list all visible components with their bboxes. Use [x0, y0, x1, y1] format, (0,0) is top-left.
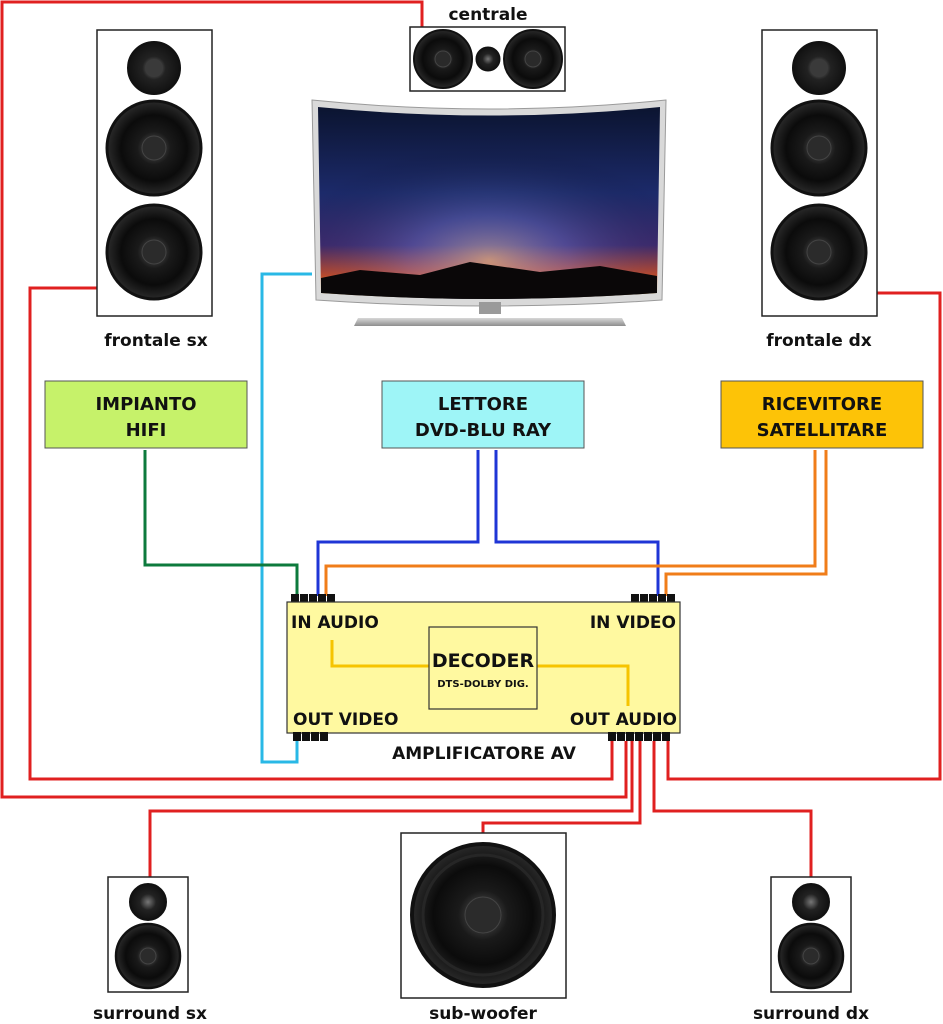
in-audio-label: IN AUDIO	[291, 613, 379, 633]
jack	[667, 594, 675, 603]
speaker-wires	[0, 0, 942, 877]
decoder-subtitle: DTS-DOLBY DIG.	[437, 679, 528, 690]
tweeter	[792, 883, 830, 921]
wire-surround-left	[148, 741, 634, 877]
tv-milkyway	[318, 107, 660, 299]
front-left-speaker: frontale sx	[96, 29, 213, 351]
dvd-box	[381, 380, 585, 449]
amplifier-label: AMPLIFICATORE AV	[392, 744, 577, 764]
jack	[293, 732, 301, 741]
jack	[631, 594, 639, 603]
surround-left-speaker: surround sx	[93, 876, 207, 1024]
jack	[309, 594, 317, 603]
satellite-line1: RICEVITORE	[762, 394, 882, 415]
jack	[653, 732, 661, 741]
jack	[300, 594, 308, 603]
dvd-line1: LETTORE	[438, 394, 528, 415]
surround-right-speaker: surround dx	[753, 876, 869, 1024]
jack	[617, 732, 625, 741]
source-satellite: RICEVITORE SATELLITARE	[720, 380, 924, 449]
hifi-line2: HIFI	[126, 420, 167, 441]
television	[311, 99, 667, 326]
source-hifi: IMPIANTO HIFI	[44, 380, 248, 449]
wire-surround-right	[652, 741, 813, 877]
center-speaker: centrale	[409, 5, 566, 92]
jack	[626, 732, 634, 741]
wire-dvd-video	[494, 450, 660, 596]
front-right-speaker: frontale dx	[761, 29, 878, 351]
tv-stand-neck	[479, 302, 501, 314]
wiring	[0, 0, 942, 877]
woofer-dustcap	[806, 135, 832, 161]
wire-sat-audio	[324, 450, 817, 596]
decoder-box	[428, 626, 538, 710]
out-video-label: OUT VIDEO	[293, 710, 398, 730]
wire-video-to-tv	[260, 272, 312, 764]
subwoofer-label: sub-woofer	[429, 1004, 537, 1024]
jack	[302, 732, 310, 741]
output-jacks	[293, 732, 670, 741]
wire-decoder-in	[330, 640, 430, 668]
decoder-title: DECODER	[432, 650, 535, 672]
jack	[608, 732, 616, 741]
source-dvd: LETTORE DVD-BLU RAY	[381, 380, 585, 449]
input-jacks	[291, 594, 675, 603]
wire-dvd-audio	[316, 450, 480, 596]
satellite-box	[720, 380, 924, 449]
dvd-line2: DVD-BLU RAY	[415, 420, 552, 441]
jack	[644, 732, 652, 741]
jack	[640, 594, 648, 603]
wire-sat-video	[664, 450, 828, 596]
jack	[658, 594, 666, 603]
wire-subwoofer	[481, 741, 642, 833]
woofer-dustcap	[806, 239, 832, 265]
jack	[320, 732, 328, 741]
subwoofer: sub-woofer	[400, 832, 567, 1024]
out-audio-label: OUT AUDIO	[570, 710, 677, 730]
hifi-line1: IMPIANTO	[95, 394, 196, 415]
amplifier: DECODER DTS-DOLBY DIG. IN AUDIO IN VIDEO…	[286, 594, 681, 764]
woofer-dustcap	[141, 239, 167, 265]
woofer-dustcap	[464, 896, 502, 934]
hifi-box	[44, 380, 248, 449]
woofer-dustcap	[524, 50, 542, 68]
tweeter	[475, 46, 501, 72]
tv-horizon	[321, 262, 657, 299]
wire-hifi	[143, 450, 299, 596]
woofer-surround	[421, 853, 545, 977]
surround-left-label: surround sx	[93, 1004, 207, 1024]
satellite-line2: SATELLITARE	[757, 420, 888, 441]
jack	[635, 732, 643, 741]
jack	[318, 594, 326, 603]
jack	[311, 732, 319, 741]
tweeter-dome	[145, 59, 163, 77]
woofer-dustcap	[802, 947, 820, 965]
woofer-dustcap	[434, 50, 452, 68]
woofer-dustcap	[139, 947, 157, 965]
tweeter	[129, 883, 167, 921]
front-left-label: frontale sx	[104, 331, 208, 351]
jack	[649, 594, 657, 603]
wire-center	[0, 0, 628, 799]
tweeter-dome	[810, 59, 828, 77]
jack	[327, 594, 335, 603]
wire-decoder-out	[537, 664, 630, 706]
center-speaker-label: centrale	[448, 5, 527, 25]
jack	[291, 594, 299, 603]
front-right-label: frontale dx	[766, 331, 872, 351]
in-video-label: IN VIDEO	[590, 613, 676, 633]
tv-stand-base	[354, 318, 626, 326]
woofer-dustcap	[141, 135, 167, 161]
wire-front-left	[28, 286, 614, 781]
surround-right-label: surround dx	[753, 1004, 869, 1024]
wire-front-right	[666, 291, 942, 781]
jack	[662, 732, 670, 741]
